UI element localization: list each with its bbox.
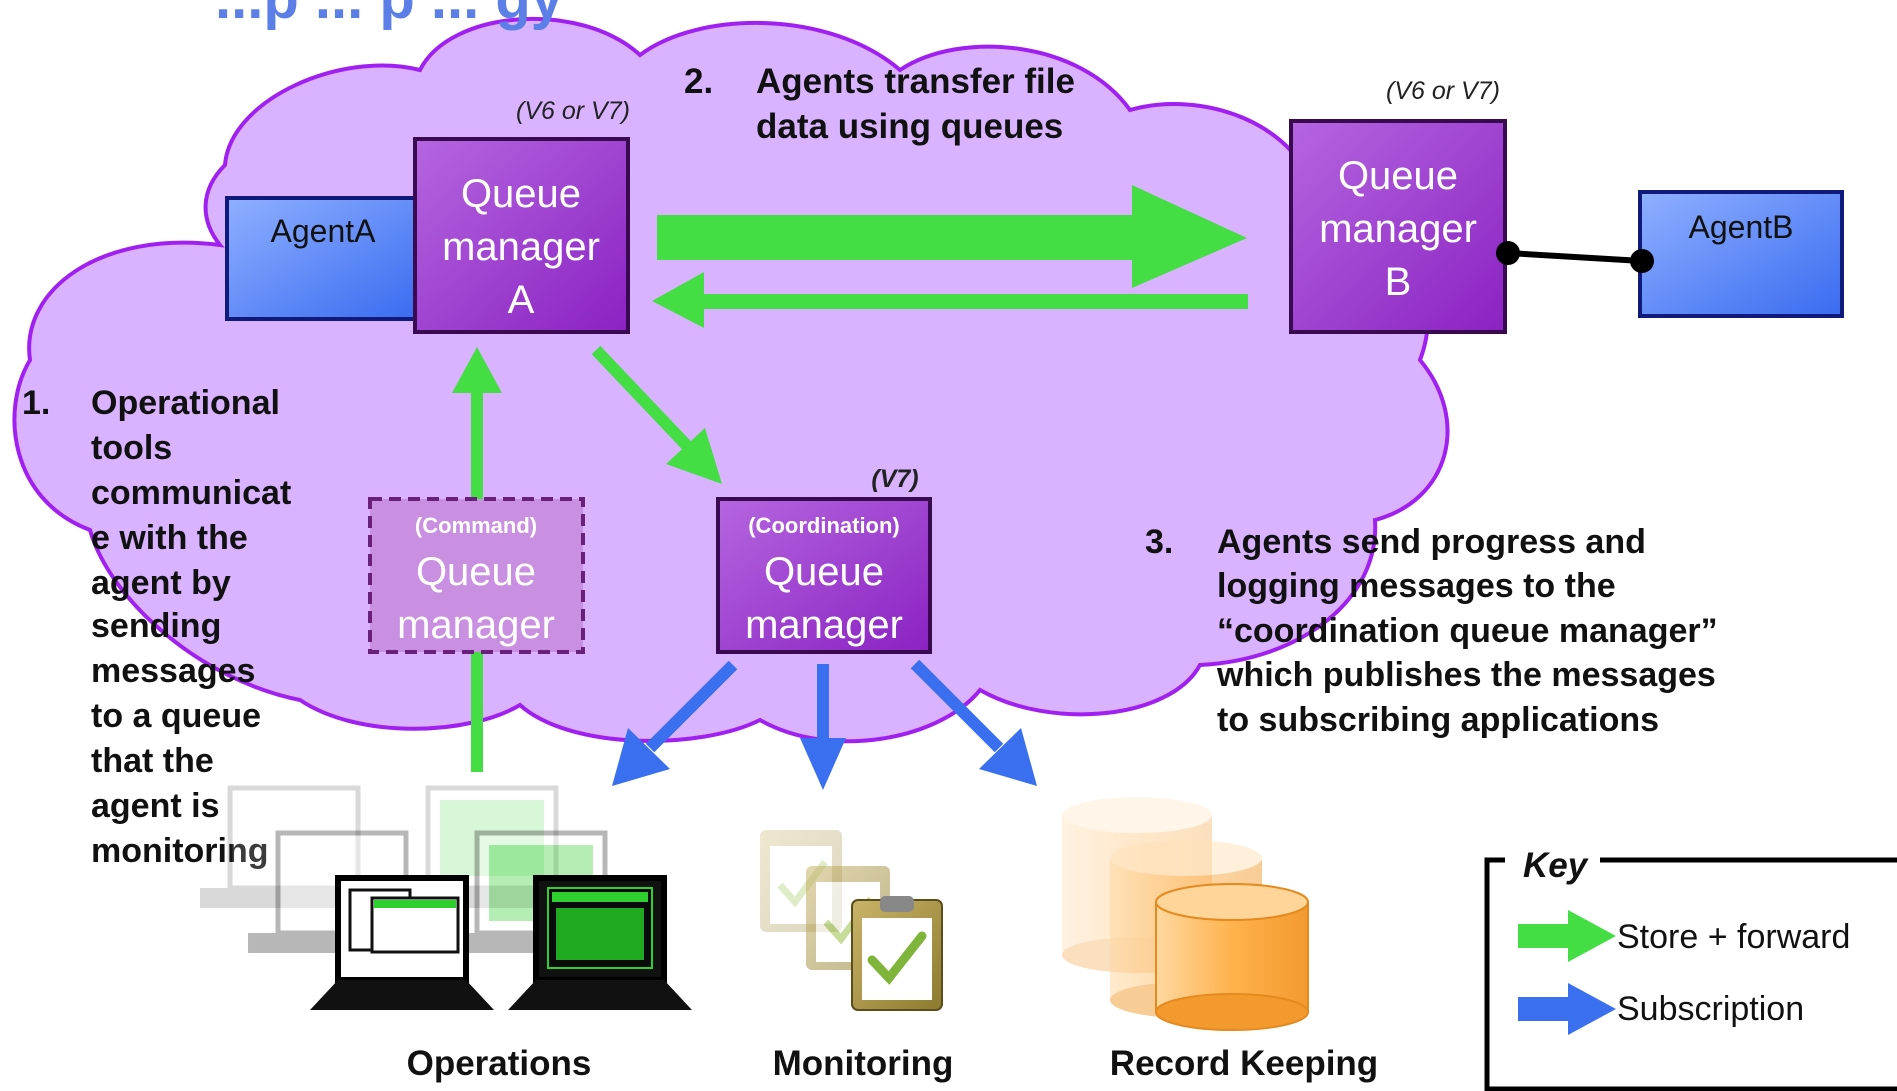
operations-label: Operations bbox=[407, 1044, 592, 1083]
subscription-arrow-monitoring bbox=[800, 664, 846, 790]
qm-command-line1: Queue bbox=[416, 550, 536, 594]
qm-a-version: (V6 or V7) bbox=[516, 97, 630, 125]
store-forward-arrow-a-to-b bbox=[657, 185, 1247, 288]
qm-coord-line1: Queue bbox=[764, 550, 884, 594]
step-3-line4: which publishes the messages bbox=[1216, 656, 1716, 694]
step-2-line1: Agents transfer file bbox=[756, 62, 1075, 101]
qm-a-line2: manager bbox=[442, 225, 600, 269]
monitoring-clipboards-icon bbox=[760, 830, 943, 1011]
record-keeping-database-icon bbox=[1062, 797, 1309, 1031]
qm-a-line3: A bbox=[508, 278, 535, 322]
store-forward-arrow-to-coordination bbox=[591, 345, 722, 484]
step-1-line9: that the bbox=[91, 742, 214, 780]
qm-command-tag: (Command) bbox=[415, 513, 537, 538]
step-1-line6: sending bbox=[91, 607, 221, 645]
legend-store-forward-swatch bbox=[1518, 910, 1616, 962]
step-2-annotation: 2. Agents transfer file data using queue… bbox=[684, 62, 1075, 146]
monitoring-label: Monitoring bbox=[773, 1044, 954, 1083]
step-1-line1: Operational bbox=[91, 384, 280, 422]
subscription-arrow-operations bbox=[612, 660, 738, 786]
agent-b-node: AgentB bbox=[1638, 190, 1844, 318]
store-forward-arrow-b-to-a bbox=[652, 272, 1248, 328]
step-3-line5: to subscribing applications bbox=[1217, 701, 1659, 739]
page-title: ...p ... p ... gy bbox=[215, 0, 563, 31]
step-1-line8: to a queue bbox=[91, 697, 261, 735]
step-3-line3: “coordination queue manager” bbox=[1217, 612, 1718, 650]
step-1-line11: monitoring bbox=[91, 832, 269, 870]
coordination-queue-manager: (Coordination) Queue manager bbox=[716, 497, 932, 654]
step-3-number: 3. bbox=[1145, 523, 1173, 561]
queue-manager-a: Queue manager A bbox=[413, 137, 630, 334]
qm-b-version: (V6 or V7) bbox=[1386, 77, 1500, 105]
subscription-arrow-record-keeping bbox=[910, 659, 1037, 786]
operations-laptops-icon bbox=[200, 785, 692, 1010]
step-3-annotation: 3. Agents send progress and logging mess… bbox=[1145, 523, 1718, 739]
record-keeping-label: Record Keeping bbox=[1110, 1044, 1378, 1083]
step-1-line7: messages bbox=[91, 652, 255, 690]
qm-b-line3: B bbox=[1385, 260, 1412, 304]
legend-subscription-label: Subscription bbox=[1617, 990, 1804, 1028]
queue-manager-b: Queue manager B bbox=[1289, 119, 1507, 334]
step-1-line4: e with the bbox=[91, 519, 248, 557]
agent-a-label: AgentA bbox=[271, 213, 377, 249]
step-1-line3: communicat bbox=[91, 474, 291, 512]
step-2-line2: data using queues bbox=[756, 107, 1063, 146]
legend-store-forward-label: Store + forward bbox=[1617, 918, 1850, 956]
legend-title: Key bbox=[1523, 846, 1589, 885]
legend-key: Key Store + forward Subscription bbox=[1484, 846, 1897, 1091]
step-1-line5: agent by bbox=[91, 564, 231, 602]
step-3-line2: logging messages to the bbox=[1217, 567, 1616, 605]
qm-a-line1: Queue bbox=[461, 172, 581, 216]
agent-a-node: AgentA bbox=[225, 196, 421, 321]
step-3-line1: Agents send progress and bbox=[1217, 523, 1646, 561]
step-1-line10: agent is bbox=[91, 787, 219, 825]
qm-coord-tag: (Coordination) bbox=[748, 513, 900, 538]
qm-b-line2: manager bbox=[1319, 207, 1477, 251]
qm-b-line1: Queue bbox=[1338, 154, 1458, 198]
qm-coord-version: (V7) bbox=[871, 465, 918, 493]
qm-command-line2: manager bbox=[397, 603, 555, 647]
qm-coord-line2: manager bbox=[745, 603, 903, 647]
step-2-number: 2. bbox=[684, 62, 713, 101]
command-queue-manager: (Command) Queue manager bbox=[368, 497, 585, 654]
qm-b-agent-b-connector bbox=[1496, 241, 1654, 273]
step-1-annotation: 1. Operational tools communicat e with t… bbox=[22, 384, 291, 870]
step-1-line2: tools bbox=[91, 429, 172, 467]
agent-b-label: AgentB bbox=[1689, 209, 1794, 245]
step-1-number: 1. bbox=[22, 384, 50, 422]
legend-subscription-swatch bbox=[1518, 983, 1616, 1035]
